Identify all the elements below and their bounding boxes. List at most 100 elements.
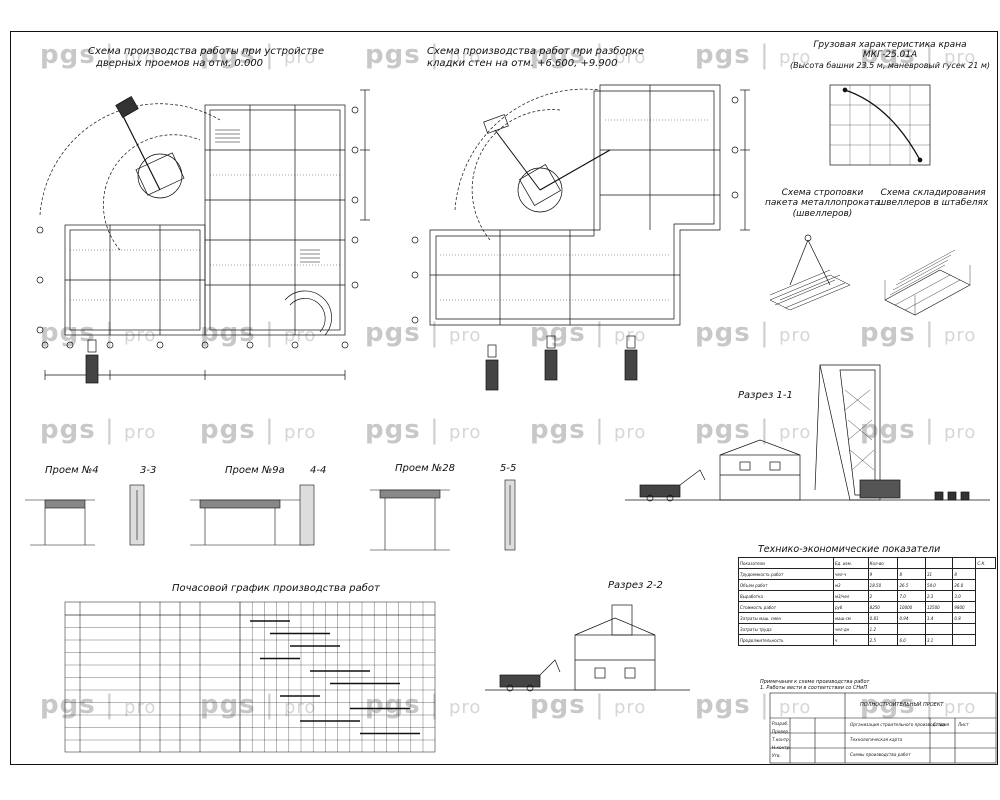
openings-details-drawing xyxy=(25,479,516,551)
tep-cell: Трудоемкость работ xyxy=(738,568,834,580)
tep-cell: 8 xyxy=(897,568,926,580)
tep-cell: Затраты маш. смен xyxy=(738,612,834,624)
schedule-rows xyxy=(65,602,435,752)
tep-cell: 0.81 xyxy=(867,612,899,624)
storage-title-line-1: Схема складирования xyxy=(880,188,986,198)
section-2-2-title: Разрез 2-2 xyxy=(608,580,663,591)
notes: Примечания к схеме производства работ 1.… xyxy=(760,679,870,692)
cut-4-4-label: 4-4 xyxy=(310,465,327,476)
sling-drawing xyxy=(769,234,851,311)
tep-header-cell xyxy=(952,557,977,569)
title-block-lines xyxy=(769,692,997,764)
tep-cell xyxy=(924,623,954,635)
schedule-title: Почасовой график производства работ xyxy=(172,583,380,594)
plan-1-drawing xyxy=(36,89,370,384)
title-block-role-2: Провер. xyxy=(772,729,790,734)
tep-cell: м3/чел xyxy=(833,590,869,602)
title-block-desc-3: Схемы производства работ xyxy=(850,752,911,757)
section-2-2-drawing xyxy=(485,604,690,692)
plan-1-title: Схема производства работы при устройстве… xyxy=(88,46,324,69)
tep-cell: 6.0 xyxy=(897,634,926,646)
cut-3-3-label: 3-3 xyxy=(140,465,157,476)
crane-chart-title-line-2: МКГ-25.01А xyxy=(862,50,918,61)
title-block-role-1: Разраб. xyxy=(772,721,789,726)
tep-header-cell xyxy=(924,557,954,569)
tep-cell: чел-ч xyxy=(833,568,869,580)
tep-cell: Объем работ xyxy=(738,579,834,591)
storage-title-line-2: швеллеров в штабелях xyxy=(878,198,989,209)
notes-line-1: Примечания к схеме производства работ xyxy=(760,679,870,685)
crane-chart-title-line-3: (Высота башни 23.5 м, маневровый гусек 2… xyxy=(790,60,990,70)
schedule-drawing xyxy=(64,601,436,753)
tep-cell: маш-см xyxy=(833,612,869,624)
tep-cell: 26.0 xyxy=(952,579,977,591)
tep-cell: 0.8 xyxy=(952,612,977,624)
title-block-role-3: Т.контр. xyxy=(772,737,791,742)
title-block-desc-2: Технологическая карта xyxy=(850,737,903,742)
sheet-frame xyxy=(10,31,998,765)
tep-cell: 0.94 xyxy=(897,612,926,624)
title-block-role-4: Н.контр. xyxy=(772,745,791,750)
opening-4-title: Проем №4 xyxy=(45,465,99,476)
tep-cell: Затраты труда xyxy=(738,623,834,635)
tep-cell: 54.0 xyxy=(924,579,954,591)
cut-5-5-label: 5-5 xyxy=(500,463,517,474)
plan-2-drawing xyxy=(411,84,750,391)
tep-cell: 8 xyxy=(952,568,977,580)
tep-header-cell: Показатели xyxy=(738,557,834,569)
tep-cell xyxy=(952,623,977,635)
tep-header-cell: Кол-во xyxy=(867,557,899,569)
tep-header-cell: С.К. xyxy=(975,557,996,569)
title-block-stage: Стадия xyxy=(933,722,950,727)
sling-title-line-3: (швеллеров) xyxy=(792,208,853,219)
tep-cell: 3.1 xyxy=(924,634,954,646)
tep-cell: 3.0 xyxy=(952,590,977,602)
tep-cell: 2.5 xyxy=(867,634,899,646)
tep-cell: 12500 xyxy=(924,601,954,613)
tep-cell xyxy=(952,634,977,646)
notes-line-2: 1. Работы вести в соответствии со СНиП xyxy=(760,684,868,691)
plan-2-title: Схема производства работ при разборке кл… xyxy=(427,46,644,69)
tep-cell: Продолжительность xyxy=(738,634,834,646)
tep-cell xyxy=(897,623,926,635)
tep-cell: 26.5 xyxy=(897,579,926,591)
section-1-1-title: Разрез 1-1 xyxy=(738,390,793,401)
tep-cell: м3 xyxy=(833,579,869,591)
storage-drawing xyxy=(884,249,971,316)
tep-cell: 31 xyxy=(924,568,954,580)
tep-cell: Выработка xyxy=(738,590,834,602)
tep-cell: 7.0 xyxy=(897,590,926,602)
title-block-role-5: Утв. xyxy=(772,753,781,758)
crane-load-chart xyxy=(829,84,931,166)
opening-28-title: Проем №28 xyxy=(395,463,455,474)
tep-cell: чел-дн xyxy=(833,623,869,635)
tep-cell: 18.50 xyxy=(867,579,899,591)
tep-cell: 1.4 xyxy=(924,612,954,624)
tep-cell: руб xyxy=(833,601,869,613)
tep-cell: 9 xyxy=(867,568,899,580)
tep-cell: Стоимость работ xyxy=(738,601,834,613)
tep-header-cell: Ед. изм. xyxy=(833,557,869,569)
tep-cell: 9800 xyxy=(952,601,977,613)
plan-1-title-line-1: Схема производства работы при устройстве xyxy=(88,46,324,57)
crane-chart-title: Грузовая характеристика крана МКГ-25.01А… xyxy=(790,40,990,70)
tep-header-cell xyxy=(897,557,926,569)
tep-cell: ч xyxy=(833,634,869,646)
sling-title-line-1: Схема строповки xyxy=(781,188,864,198)
section-1-1-drawing xyxy=(625,364,990,502)
tep-cell: 1.2 xyxy=(867,623,899,635)
sling-title-line-2: пакета металлопроката xyxy=(765,198,880,209)
storage-title: Схема складирования швеллеров в штабелях xyxy=(878,188,988,209)
crane-chart-title-line-1: Грузовая характеристика крана xyxy=(813,40,967,50)
tep-cell: 8250 xyxy=(867,601,899,613)
